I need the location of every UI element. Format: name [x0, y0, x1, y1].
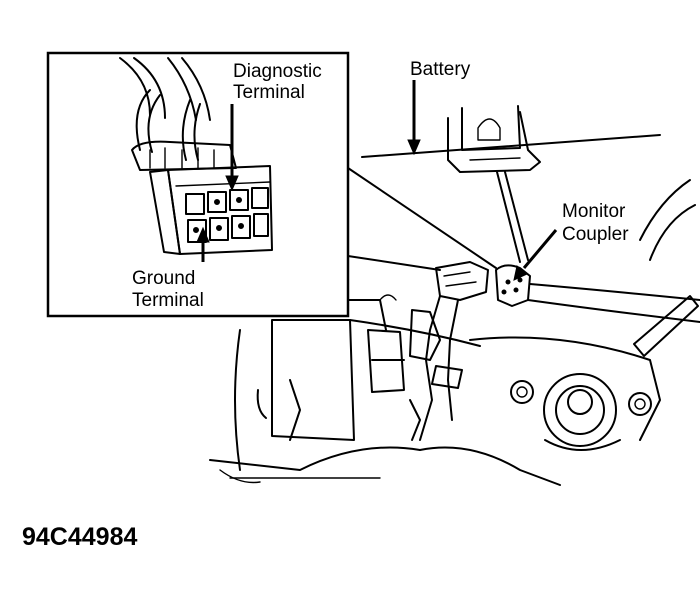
inset-detail-box	[46, 51, 350, 318]
ground-terminal-label-line2: Terminal	[132, 290, 204, 311]
monitor-coupler-arrow	[522, 229, 558, 269]
battery-label: Battery	[410, 59, 471, 80]
diagnostic-terminal-label-line2: Terminal	[233, 82, 305, 103]
diagnostic-terminal-label-line1: Diagnostic	[233, 61, 322, 82]
ground-terminal-label-line1: Ground	[132, 268, 195, 289]
figure-code: 94C44984	[22, 523, 137, 551]
inset-leader-line-upper	[347, 167, 497, 269]
inset-leader-line-lower	[347, 255, 441, 271]
battery-arrowhead	[407, 139, 421, 156]
monitor-coupler-label-line1: Monitor	[562, 201, 626, 222]
engine-compartment-drawing	[209, 105, 700, 486]
monitor-coupler-arrowhead	[513, 265, 528, 281]
monitor-coupler-label-line2: Coupler	[562, 224, 629, 245]
